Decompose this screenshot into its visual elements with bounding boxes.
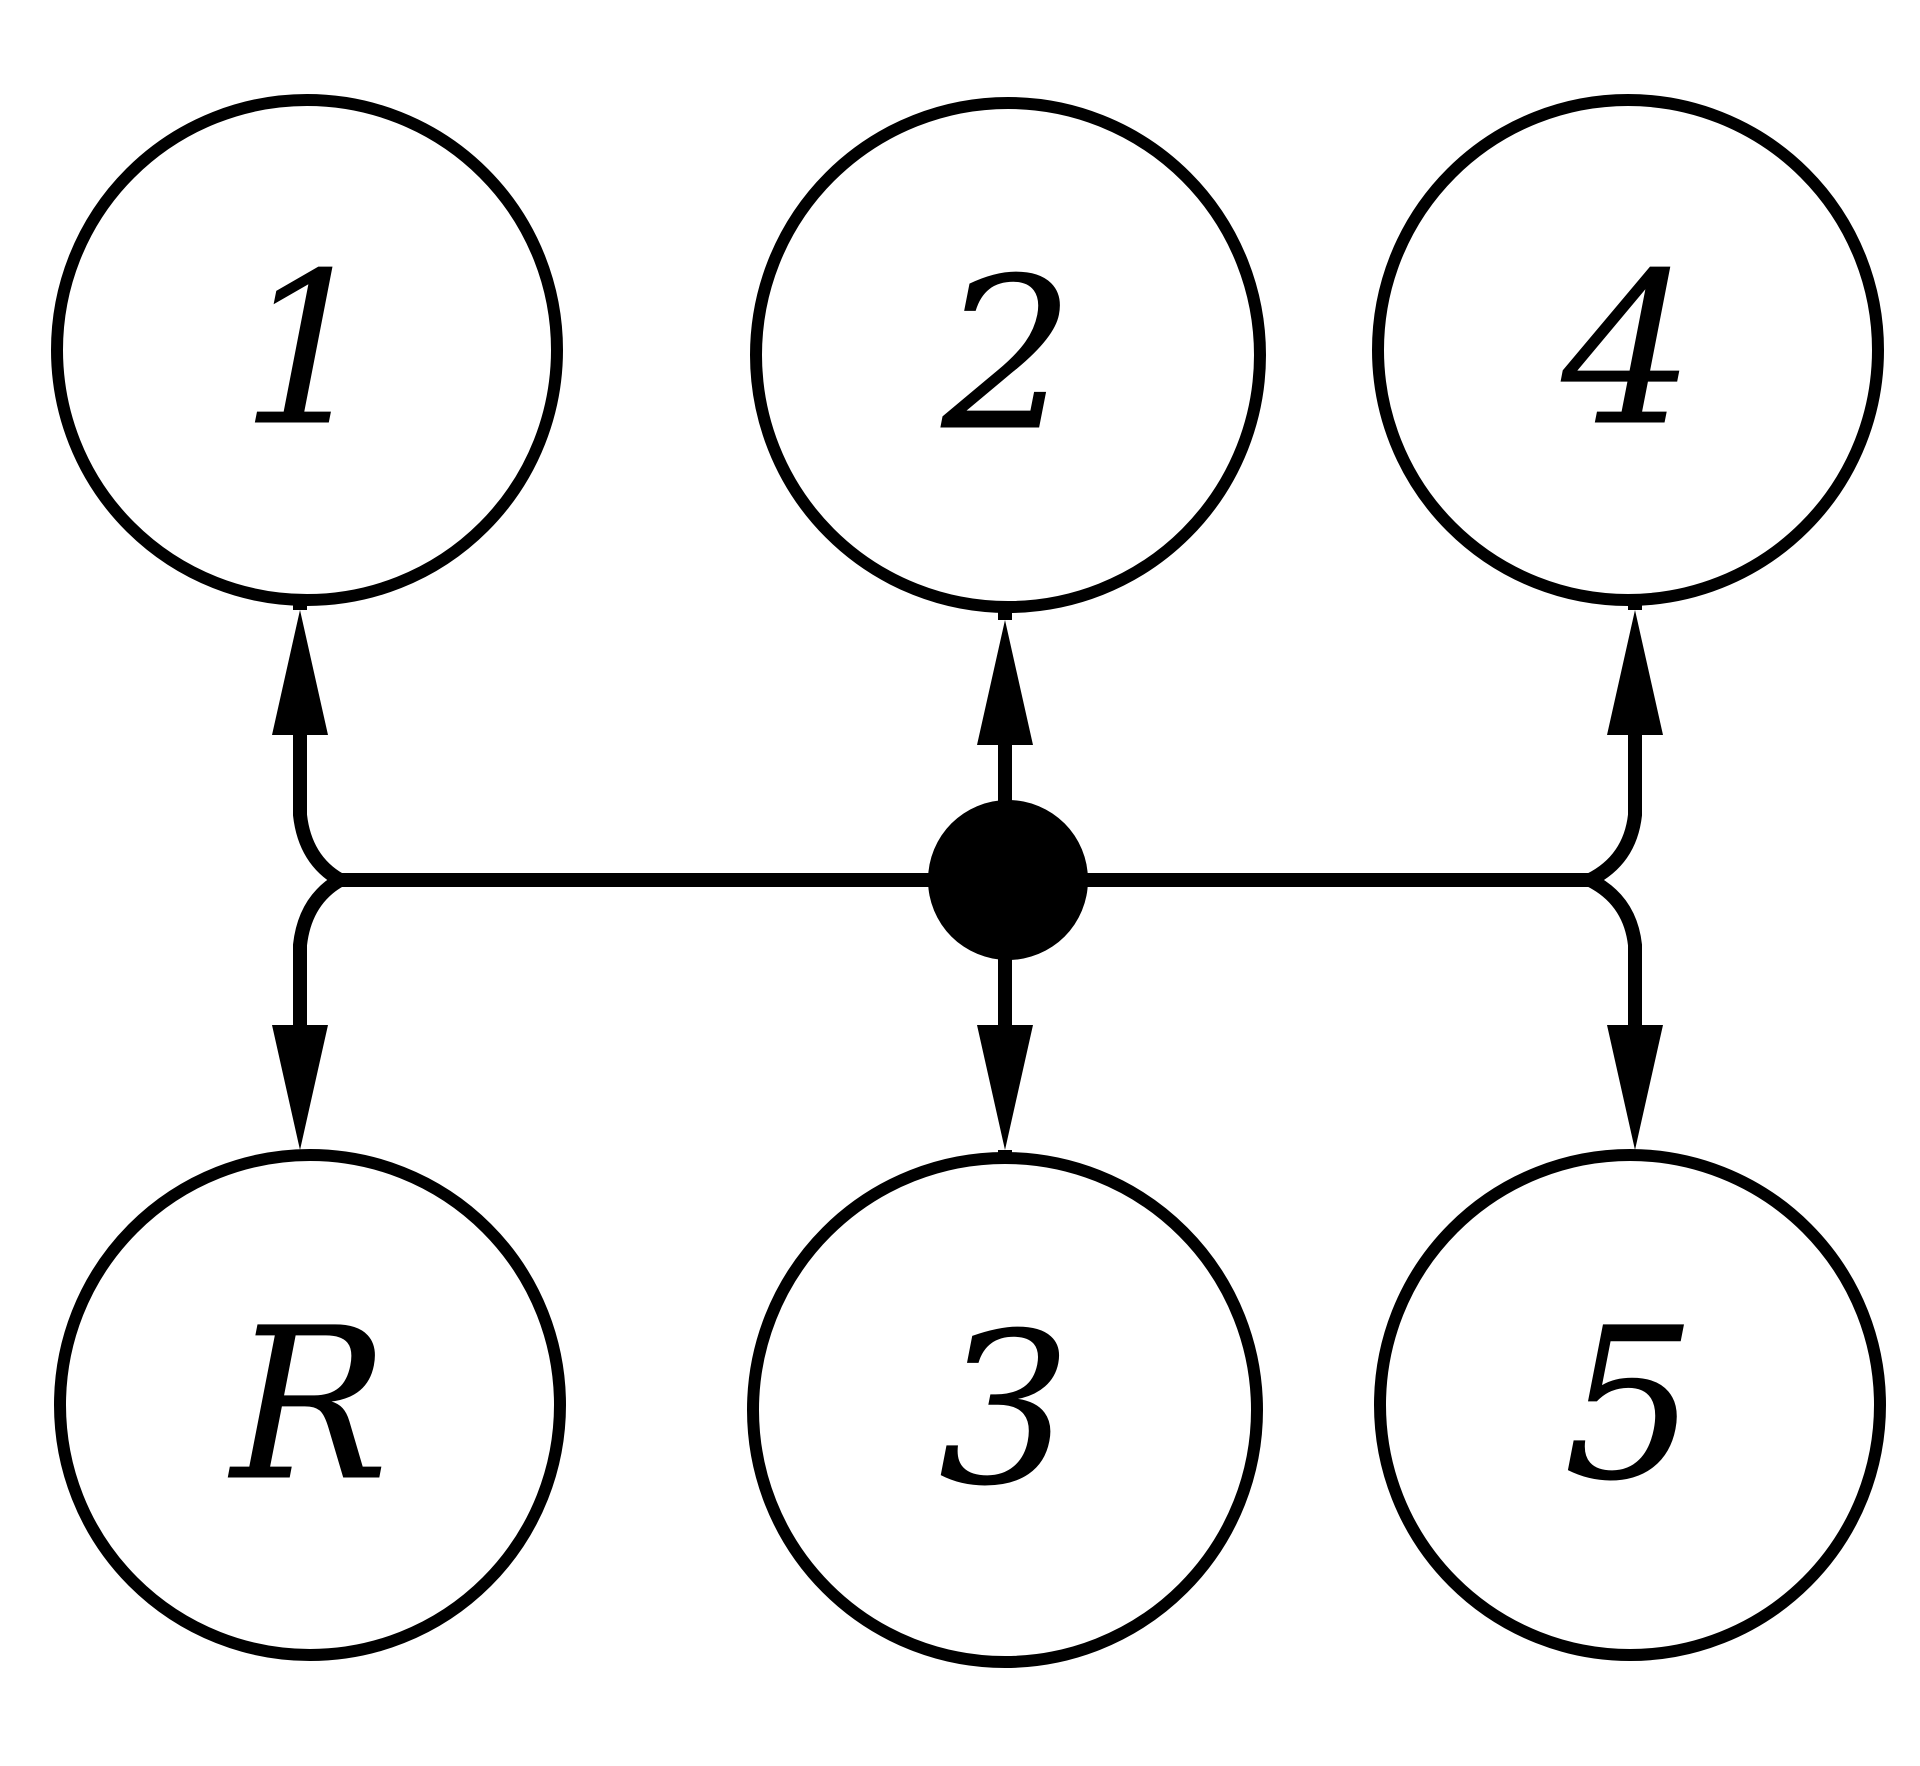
arrow-up-icon [272,610,328,735]
arrow-down-icon [977,1025,1033,1150]
gear-R: R [54,1149,566,1661]
gear-5: 5 [1374,1149,1886,1661]
gear-2-label: 2 [940,233,1075,478]
gate-right-down [1586,873,1642,1045]
gear-4-label: 4 [1560,228,1695,473]
gear-1-ring [51,94,563,606]
gear-5-ring [1374,1149,1886,1661]
gate-right-up [1586,720,1642,887]
gear-4-ring [1372,94,1884,606]
shift-knob [928,800,1088,960]
gear-R-label: R [227,1283,389,1528]
arrow-up-icon [977,620,1033,745]
gate-left-up [293,720,344,887]
gear-5-label: 5 [1563,1283,1697,1528]
gear-3: 3 [747,1152,1263,1668]
gear-3-ring [747,1152,1263,1668]
arrow-up-icon [1607,610,1663,735]
gear-R-ring [54,1149,566,1661]
gear-4: 4 [1372,94,1884,606]
arrow-down-icon [1607,1025,1663,1150]
gear-1-label: 1 [240,228,374,473]
gear-1: 1 [51,94,563,606]
arrow-down-icon [272,1025,328,1150]
gear-2-ring [750,97,1266,613]
gear-2: 2 [750,97,1266,613]
gear-3-label: 3 [938,1288,1072,1533]
gate-left-down [293,873,344,1045]
